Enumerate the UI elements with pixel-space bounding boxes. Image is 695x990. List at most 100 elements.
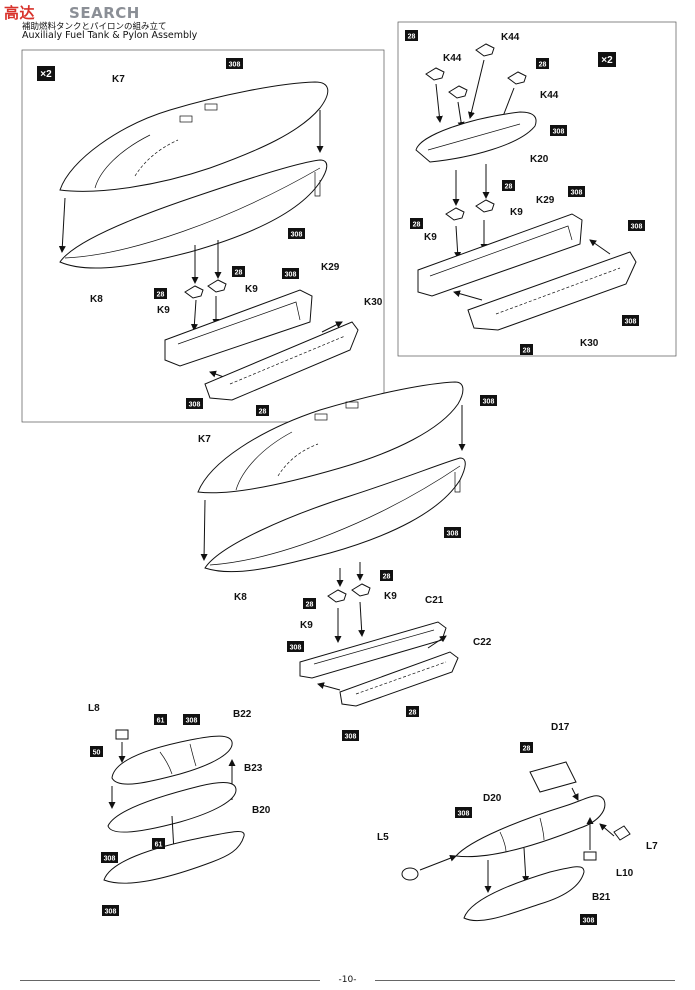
- label-l8: L8: [88, 703, 100, 714]
- label-b20: B20: [252, 805, 271, 816]
- multiplier-badge-left: [37, 66, 55, 81]
- main-tank-lower-k8: [204, 457, 466, 573]
- color-tag-28: 28: [409, 710, 417, 717]
- pylon-half-k29-right: [417, 213, 583, 297]
- label-k8-center: K8: [234, 592, 247, 603]
- color-tag-308: 308: [186, 718, 198, 725]
- color-tag-308: 308: [290, 645, 302, 652]
- clip-k44-d: [507, 71, 527, 85]
- label-k20: K20: [530, 154, 549, 165]
- color-tag-28: 28: [235, 270, 243, 277]
- color-tag-28: 28: [413, 222, 421, 229]
- label-k9-right-a: K9: [510, 207, 523, 218]
- tank-lower-half-k8: [59, 159, 328, 269]
- color-tag-308: 308: [291, 232, 303, 239]
- label-b22: B22: [233, 709, 252, 720]
- pylon-half-k30-right: [467, 251, 637, 331]
- label-k7-left: K7: [112, 74, 125, 85]
- color-tag-308: 308: [631, 224, 643, 231]
- color-tag-308: 308: [458, 811, 470, 818]
- label-k44-b: K44: [501, 32, 520, 43]
- color-tag-308: 308: [189, 402, 201, 409]
- clip-k9-left-b: [207, 279, 227, 293]
- label-c21: C21: [425, 595, 444, 606]
- pod-lower-b23: [107, 782, 237, 833]
- label-k8-left: K8: [90, 294, 103, 305]
- part-l7: [613, 825, 631, 841]
- pylon-half-k29: [164, 289, 313, 367]
- clip-k9-left-a: [184, 285, 204, 299]
- color-tag-308: 308: [553, 129, 565, 136]
- pod-body-d20: [454, 795, 606, 858]
- label-k9-center-a: K9: [300, 620, 313, 631]
- section-title-en: Auxilialy Fuel Tank & Pylon Assembly: [22, 30, 198, 41]
- color-tag-28: 28: [523, 746, 531, 753]
- label-l7: L7: [646, 841, 658, 852]
- label-l10: L10: [616, 868, 634, 879]
- clip-k44-b: [475, 43, 495, 57]
- label-k9-center-b: K9: [384, 591, 397, 602]
- color-tag-308: 308: [583, 918, 595, 925]
- label-b23: B23: [244, 763, 263, 774]
- tank-upper-half-k7: [59, 81, 329, 192]
- page-number: -10-: [0, 975, 695, 985]
- clip-k9-right-a: [445, 207, 465, 221]
- label-k9-left-a: K9: [157, 305, 170, 316]
- color-tag-308: 308: [625, 319, 637, 326]
- pylon-b21: [463, 866, 585, 922]
- pylon-adapter-k20: [415, 111, 537, 163]
- clip-k44-c: [448, 85, 468, 99]
- color-tag-28: 28: [157, 292, 165, 299]
- color-tag-28: 28: [383, 574, 391, 581]
- label-k7-center: K7: [198, 434, 211, 445]
- color-tag-28: 28: [539, 62, 547, 69]
- color-tag-28: 28: [259, 409, 267, 416]
- clip-k9-right-b: [475, 199, 495, 213]
- multiplier-badge-right: [598, 52, 616, 67]
- color-tag-308: 308: [345, 734, 357, 741]
- label-d17: D17: [551, 722, 570, 733]
- color-tag-61: 61: [155, 842, 163, 849]
- clip-k9-center-b: [351, 583, 371, 597]
- color-tag-308: 308: [229, 62, 241, 69]
- label-k30-left: K30: [364, 297, 383, 308]
- label-k9-left-b: K9: [245, 284, 258, 295]
- color-tag-28: 28: [505, 184, 513, 191]
- color-tag-308: 308: [105, 909, 117, 916]
- main-tank-upper-k7: [197, 381, 464, 494]
- color-tag-308: 308: [447, 531, 459, 538]
- pylon-b20: [103, 831, 245, 884]
- label-k29-right: K29: [536, 195, 555, 206]
- color-tag-308: 308: [571, 190, 583, 197]
- label-c22: C22: [473, 637, 492, 648]
- pylon-half-k30: [204, 321, 359, 401]
- label-d20: D20: [483, 793, 502, 804]
- label-l5: L5: [377, 832, 389, 843]
- label-k29-left: K29: [321, 262, 340, 273]
- section-title-jp: 補助燃料タンクとパイロンの組み立て: [22, 22, 167, 32]
- label-k30-right: K30: [580, 338, 599, 349]
- label-k44-a: K44: [443, 53, 462, 64]
- color-tag-28: 28: [306, 602, 314, 609]
- color-tag-61: 61: [157, 718, 165, 725]
- color-tag-50: 50: [93, 750, 101, 757]
- color-tag-308: 308: [285, 272, 297, 279]
- clip-k44-a: [425, 67, 445, 81]
- left-step-frame: [21, 49, 385, 423]
- multiplier-left: ×2: [40, 69, 52, 80]
- part-d17: [529, 761, 577, 793]
- color-tag-28: 28: [408, 34, 416, 41]
- right-step-frame: [397, 21, 677, 357]
- part-l8: [115, 729, 129, 740]
- label-k44-c: K44: [540, 90, 559, 101]
- label-b21: B21: [592, 892, 611, 903]
- pod-upper-b22: [111, 735, 233, 785]
- clip-k9-center-a: [327, 589, 347, 603]
- part-l5: [401, 867, 419, 881]
- part-l10: [583, 851, 597, 861]
- color-tag-28: 28: [523, 348, 531, 355]
- multiplier-right: ×2: [601, 55, 613, 66]
- color-tag-308: 308: [483, 399, 495, 406]
